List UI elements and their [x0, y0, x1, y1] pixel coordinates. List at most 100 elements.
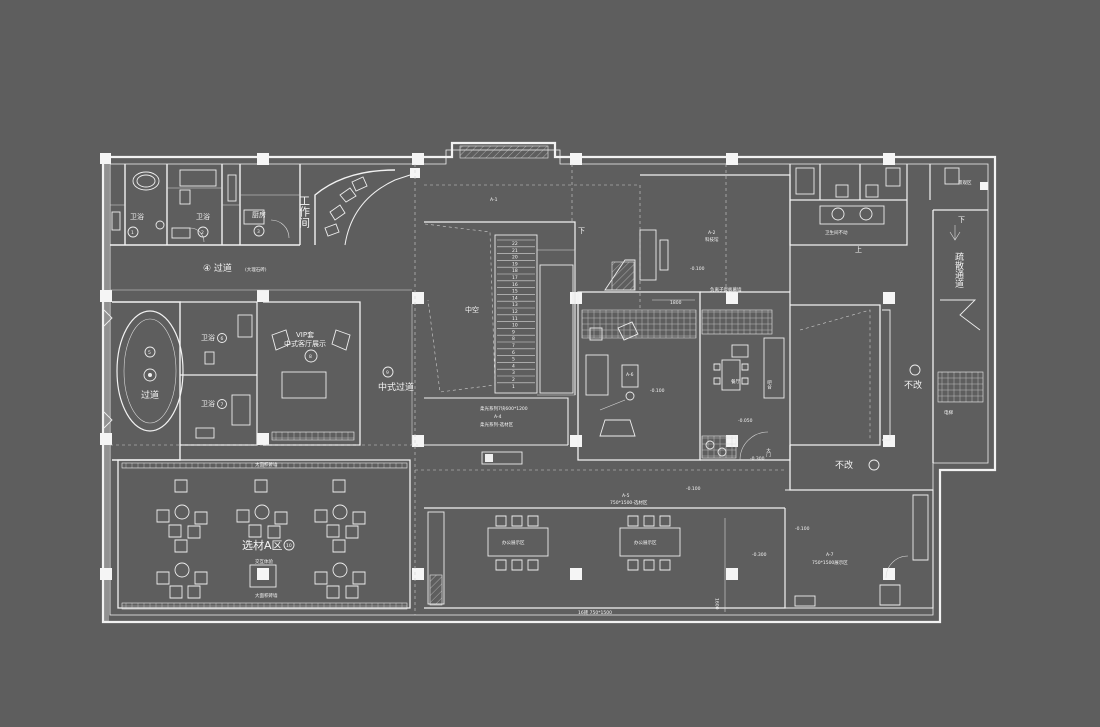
- center-void: 中空: [424, 221, 576, 396]
- workroom-area: 工作间: [298, 169, 411, 246]
- stair-number: 14: [512, 295, 518, 301]
- wc1-number: 1: [131, 230, 134, 236]
- level-office: -0.100: [686, 486, 701, 492]
- stair-number: 19: [512, 261, 518, 267]
- stair-number: 4: [512, 363, 515, 369]
- zone-a7: A-7 750*1500展示区 -0.100: [785, 489, 934, 609]
- corner-note: 电梯: [944, 409, 953, 416]
- unchanged-zones: 不改 不改: [789, 304, 933, 491]
- a5-code: A-5: [622, 493, 630, 499]
- zone-a4: 柔光系列7块600*1200 A-4 柔光系列-选材区: [424, 397, 569, 465]
- table-group-3: [314, 479, 366, 539]
- restaurant-label: 餐厅: [731, 378, 740, 385]
- wc7-number: 7: [221, 402, 224, 408]
- oval-corridor-5: 5 过道: [103, 301, 184, 461]
- vip-sublabel: 中式客厅展示: [284, 339, 326, 348]
- stair-number: 5: [512, 357, 515, 363]
- samples-top-label: 大面积砖墙: [255, 461, 278, 468]
- zone-a2: A-2 科技馆 -0.100 负离子瓷板幕墙: [604, 174, 791, 293]
- corridor5-label: 过道: [141, 389, 159, 401]
- stair-number: 22: [512, 241, 518, 247]
- stair-number: 20: [512, 255, 518, 261]
- wc2-label: 卫浴: [196, 212, 210, 221]
- corridor-9: 9 中式过道: [378, 304, 414, 445]
- bar-label: 吧台: [767, 380, 772, 391]
- wc7-label: 卫浴: [201, 399, 215, 408]
- stair-number: 12: [512, 309, 518, 315]
- level-lounge: -0.100: [650, 388, 665, 394]
- stair-number: 10: [512, 323, 518, 329]
- stair-number: 15: [512, 289, 518, 295]
- table-group-2: [236, 479, 288, 539]
- table-group-1: [156, 479, 208, 539]
- stair-number: 6: [512, 350, 515, 356]
- a6-small-code: A-6: [626, 372, 634, 378]
- samples-interaction: 交互体验: [255, 558, 273, 565]
- stair-number: 13: [512, 302, 518, 308]
- office-label-1: 办公展示区: [502, 539, 525, 546]
- wc6-label: 卫浴: [201, 333, 215, 342]
- top-left-rooms: 卫浴 1 卫浴 2 厨房 3: [110, 164, 301, 246]
- vip-number: 8: [309, 354, 312, 360]
- outer-walls: [101, 141, 997, 624]
- unchanged-1: 不改: [904, 379, 922, 391]
- wc6-number: 6: [221, 336, 224, 342]
- bathrooms-6-7: 卫浴 6 卫浴 7: [180, 301, 258, 446]
- stair-number: 3: [512, 370, 515, 376]
- a4-top-label: 柔光系列7块600*1200: [480, 405, 528, 412]
- down-arrow-left: 下: [578, 227, 585, 235]
- level-rest: -0.050: [738, 418, 753, 424]
- office-label-2: 办公展示区: [634, 539, 657, 546]
- workroom-label: 工作间: [298, 195, 311, 229]
- kitchen-number: 3: [257, 229, 260, 235]
- a4-sublabel: 柔光系列-选材区: [480, 421, 514, 428]
- a7-code: A-7: [826, 552, 834, 558]
- a7-sublabel: 750*1500展示区: [812, 560, 848, 566]
- stair-number: 17: [512, 275, 518, 281]
- table-group-5: [314, 539, 366, 599]
- samples-number: 10: [286, 543, 292, 549]
- structural-columns: [100, 153, 988, 580]
- stair-number: 21: [512, 248, 518, 254]
- sample-area-10: 大面积砖墙 大面积砖墙 选材A区 10 交互体验: [117, 459, 411, 610]
- a1-label: A-1: [490, 197, 498, 203]
- vip-room: VIP套 中式客厅展示 8: [263, 301, 361, 446]
- center-lounge: A-6 -0.100 1800: [577, 291, 701, 461]
- up-label: 上: [855, 245, 862, 254]
- down-label: 下: [958, 216, 965, 224]
- zone-a1: A-1 下: [424, 184, 641, 310]
- evacuation-passage: 下 疏散通道 电梯: [932, 209, 988, 463]
- stair-number: 11: [512, 316, 518, 322]
- right-bathrooms: 卫生间不动 景观区 上: [789, 164, 972, 254]
- stair-number: 16: [512, 282, 518, 288]
- restaurant-area: 餐厅 吧台 -0.050 大门 -0.300: [700, 291, 791, 462]
- top-wall-title: 负离子瓷板幕墙: [710, 286, 742, 293]
- wc1-label: 卫浴: [130, 212, 144, 221]
- corridor4-label: ④ 过道: [203, 262, 232, 274]
- level-a7: -0.100: [795, 526, 810, 532]
- stair-number: 7: [512, 343, 515, 349]
- corridor9-label: 中式过道: [378, 381, 414, 393]
- corridor9-number: 9: [386, 370, 389, 376]
- samples-label: 选材A区: [242, 538, 283, 552]
- stair-number: 1: [512, 384, 515, 390]
- void-label: 中空: [465, 305, 479, 314]
- unchanged-2: 不改: [835, 459, 853, 471]
- a2-code: A-2: [708, 230, 716, 236]
- dim-1800: 1800: [670, 300, 682, 306]
- view-label: 景观区: [958, 180, 972, 186]
- wc2-number: 2: [201, 230, 204, 236]
- corridor-4: ④ 过道 (大理石砖): [110, 262, 412, 291]
- a6-sublabel: 750*1500-选材区: [610, 499, 648, 506]
- dim-bottom: 16砖 750*1500: [578, 609, 612, 616]
- door-label: 大门: [766, 447, 771, 459]
- stair-number: 2: [512, 377, 515, 383]
- wc-right-label: 卫生间不动: [825, 229, 848, 236]
- stair-number: 8: [512, 336, 515, 342]
- a4-code: A-4: [494, 414, 502, 420]
- dim-1600: 1600: [714, 598, 720, 610]
- evacuation-label: 疏散通道: [953, 251, 964, 289]
- vip-label: VIP套: [296, 330, 314, 339]
